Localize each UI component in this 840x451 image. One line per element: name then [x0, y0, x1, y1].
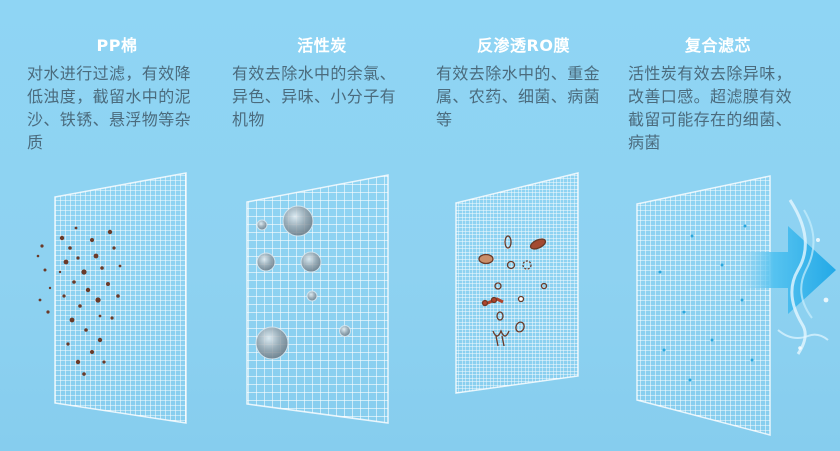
mesh-sheet — [456, 173, 578, 393]
filter-stage-pp-cotton: PP棉 对水进行过滤，有效降低浊度，截留水中的泥沙、铁锈、悬浮物等杂质 — [27, 36, 207, 154]
ro-membrane-panel — [455, 172, 579, 394]
stage-title: 反渗透RO膜 — [477, 36, 570, 55]
mesh-border — [455, 172, 579, 394]
pp-cotton-mesh-panel — [36, 172, 187, 424]
mesh-sheet — [55, 173, 186, 423]
mesh-border — [246, 174, 389, 424]
composite-filter-panel — [636, 175, 836, 436]
mesh-border — [636, 175, 771, 436]
filter-stage-activated-carbon: 活性炭 有效去除水中的余氯、异色、异味、小分子有机物 — [232, 36, 412, 131]
stage-description: 活性炭有效去除异味，改善口感。超滤膜有效截留可能存在的细菌、病菌 — [628, 64, 793, 152]
bubble-molecules-icon — [255, 205, 351, 360]
stage-description: 有效去除水中的、重金属、农药、细菌、病菌等 — [436, 64, 601, 129]
stage-title: 复合滤芯 — [684, 36, 751, 55]
sediment-particles-icon — [36, 226, 122, 376]
activated-carbon-mesh-panel — [246, 174, 389, 424]
mesh-sheet — [247, 175, 388, 423]
water-flow-arrow-icon — [740, 199, 836, 355]
filter-stage-ro-membrane: 反渗透RO膜 有效去除水中的、重金属、农药、细菌、病菌等 — [436, 36, 611, 131]
stage-title: PP棉 — [96, 36, 138, 55]
mesh-sheet — [637, 176, 770, 435]
stage-description: 有效去除水中的余氯、异色、异味、小分子有机物 — [232, 64, 397, 129]
filter-stage-composite: 复合滤芯 活性炭有效去除异味，改善口感。超滤膜有效截留可能存在的细菌、病菌 — [628, 36, 808, 154]
stage-description: 对水进行过滤，有效降低浊度，截留水中的泥沙、铁锈、悬浮物等杂质 — [27, 64, 192, 152]
mesh-border — [54, 172, 187, 424]
microbe-icon — [478, 235, 548, 347]
stage-title: 活性炭 — [297, 36, 347, 55]
filter-dots — [658, 224, 754, 382]
